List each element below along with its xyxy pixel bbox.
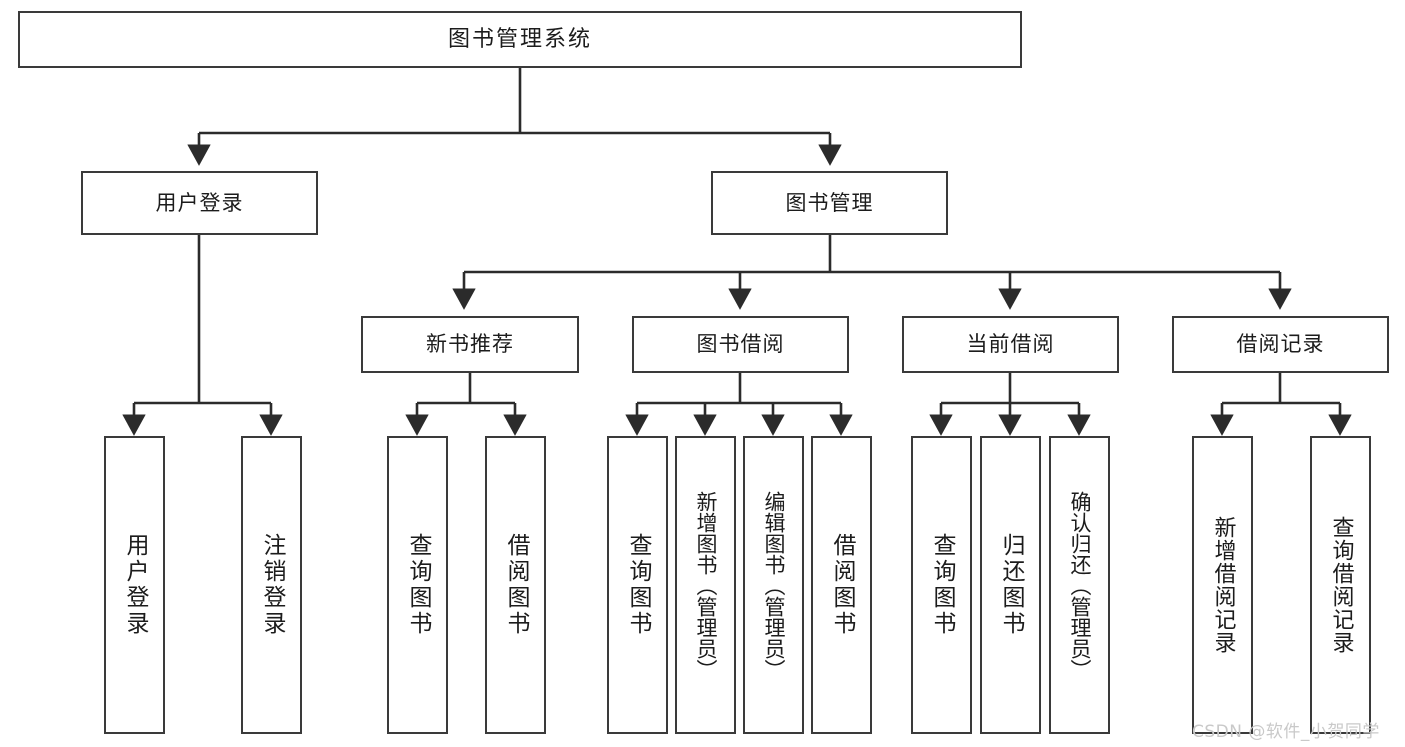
node-leaf-add-book[interactable]: 新增图书（管理员） [675,436,736,734]
node-book-borrow[interactable]: 图书借阅 [632,316,849,373]
node-label: 查询图书 [405,533,431,637]
node-new-book-recommend[interactable]: 新书推荐 [361,316,579,373]
node-current-borrow[interactable]: 当前借阅 [902,316,1119,373]
node-leaf-query-book-1[interactable]: 查询图书 [387,436,448,734]
node-book-manage[interactable]: 图书管理 [711,171,948,235]
node-label: 用户登录 [155,190,244,215]
node-leaf-query-book-2[interactable]: 查询图书 [607,436,668,734]
node-leaf-return-book[interactable]: 归还图书 [980,436,1041,734]
node-label: 借阅图书 [503,533,529,637]
node-leaf-borrow-book-2[interactable]: 借阅图书 [811,436,872,734]
node-user-login[interactable]: 用户登录 [81,171,318,235]
node-label: 查询图书 [625,533,651,637]
node-borrow-record[interactable]: 借阅记录 [1172,316,1389,373]
node-label: 确认归还（管理员） [1068,490,1092,680]
node-label: 新增借阅记录 [1210,516,1236,654]
node-label: 查询图书 [929,533,955,637]
node-leaf-query-book-3[interactable]: 查询图书 [911,436,972,734]
node-leaf-query-record[interactable]: 查询借阅记录 [1310,436,1371,734]
node-leaf-confirm-return[interactable]: 确认归还（管理员） [1049,436,1110,734]
node-label: 借阅记录 [1236,332,1325,357]
node-label: 注销登录 [259,533,285,637]
node-label: 图书管理 [785,190,874,215]
node-leaf-logout[interactable]: 注销登录 [241,436,302,734]
node-leaf-add-record[interactable]: 新增借阅记录 [1192,436,1253,734]
node-label: 借阅图书 [829,533,855,637]
node-label: 图书借阅 [696,332,785,357]
watermark-text: CSDN @软件_小贺同学 [1192,722,1380,742]
node-root-system[interactable]: 图书管理系统 [18,11,1022,68]
node-label: 当前借阅 [966,332,1055,357]
node-label: 归还图书 [998,533,1024,637]
node-label: 新增图书（管理员） [694,490,718,680]
node-label: 新书推荐 [426,332,514,357]
node-label: 用户登录 [122,533,148,637]
node-label: 查询借阅记录 [1328,516,1354,654]
node-leaf-user-login[interactable]: 用户登录 [104,436,165,734]
node-leaf-edit-book[interactable]: 编辑图书（管理员） [743,436,804,734]
node-label: 图书管理系统 [447,26,592,52]
node-label: 编辑图书（管理员） [762,490,786,680]
node-leaf-borrow-book-1[interactable]: 借阅图书 [485,436,546,734]
